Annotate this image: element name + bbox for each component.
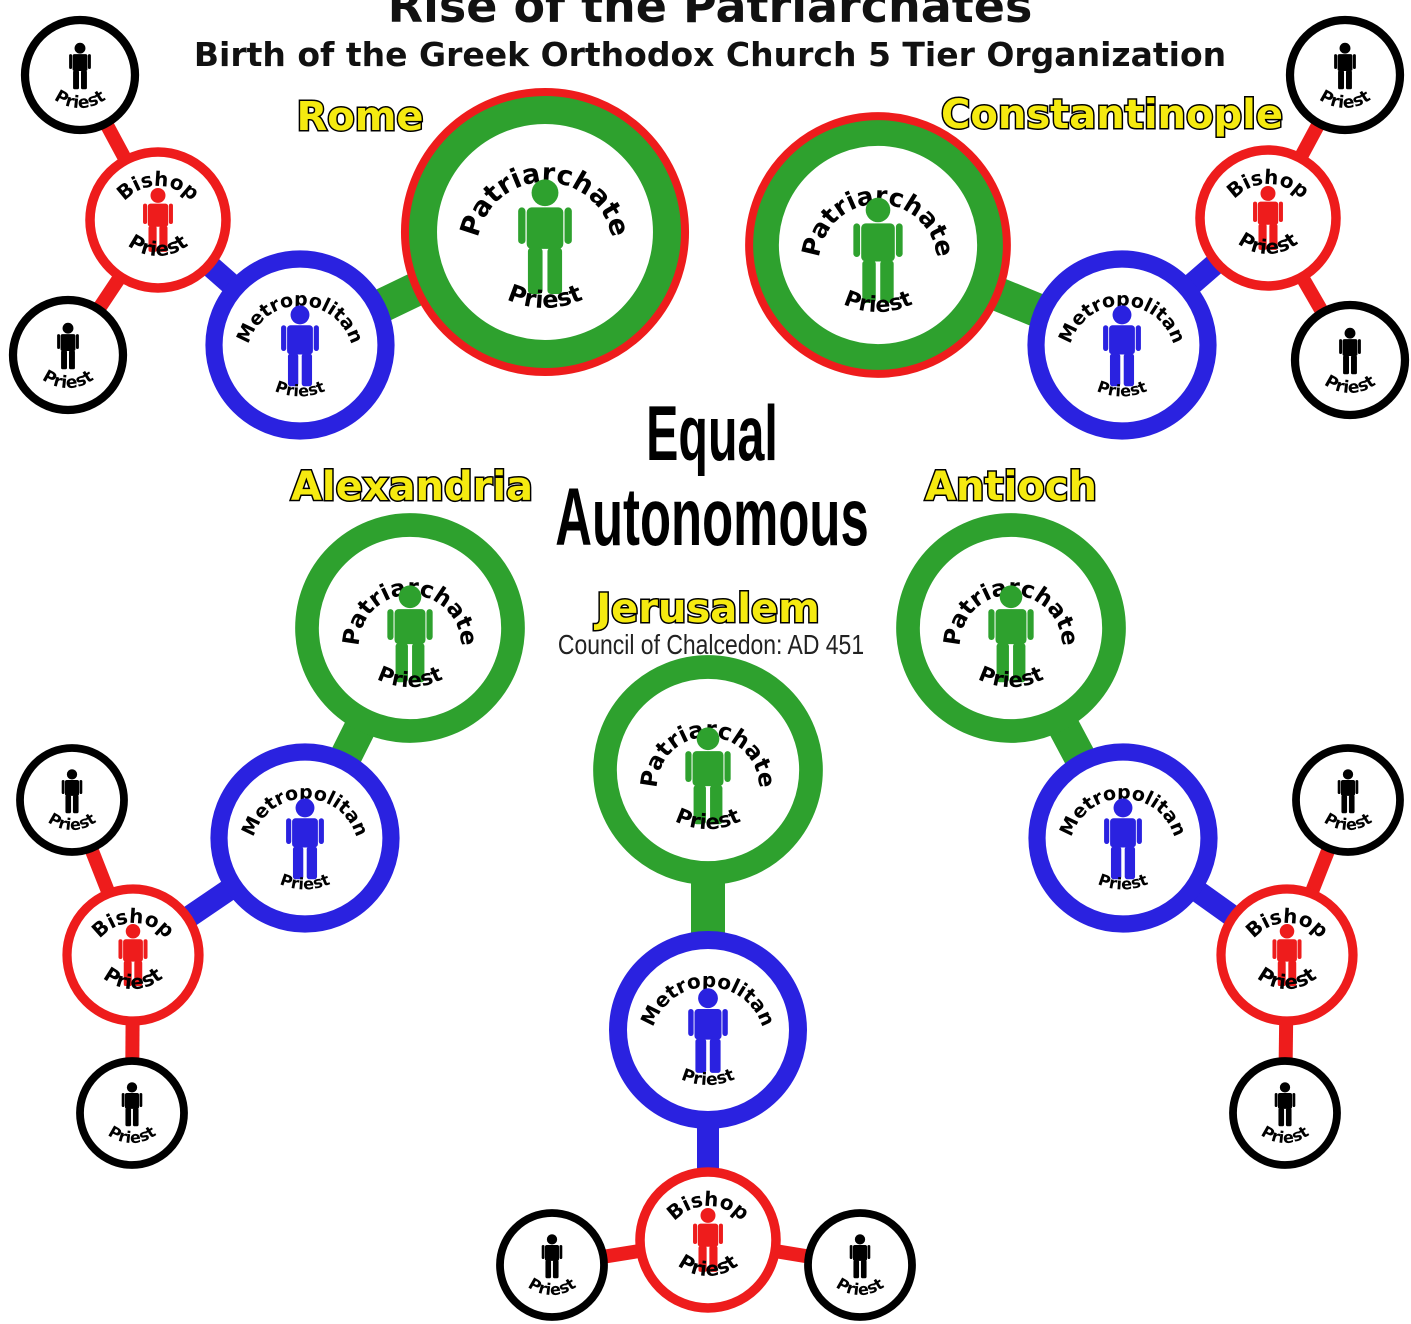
person-icon [988,585,1034,683]
council-label: Council of Chalcedon: AD 451 [558,630,864,661]
person-icon [1339,327,1361,375]
person-icon [61,769,83,814]
person-icon [1337,769,1359,814]
equal-label: Equal [646,389,778,477]
city-label-alexandria: Alexandria [291,464,533,510]
priest-node-rome: Priest [8,295,128,415]
priest-node-alexandria: Priest [76,1057,188,1169]
autonomous-label: Autonomous [555,472,868,563]
person-icon [685,727,731,825]
nodes: PatriarchatePriestMetropolitanPriestBish… [8,15,1410,1321]
priest-node-alexandria: Priest [16,744,128,856]
person-icon [693,1207,723,1272]
person-icon [121,1082,143,1127]
city-label-constantinople: Constantinople [941,92,1283,138]
person-icon [518,179,572,295]
person-icon [143,187,173,252]
city-label-rome: Rome [296,94,423,140]
person-icon [387,585,433,683]
page-subtitle: Birth of the Greek Orthodox Church 5 Tie… [194,35,1226,74]
person-icon [118,924,148,987]
person-icon [541,1234,563,1279]
person-icon [69,42,91,90]
person-icon [1272,924,1302,987]
person-icon [57,322,79,370]
person-icon [849,1234,871,1279]
page-title: Rise of the Patriarchates [388,0,1033,33]
city-label-antioch: Antioch [925,464,1097,510]
person-icon [1274,1082,1296,1127]
priest-node-jerusalem: Priest [496,1209,608,1321]
priest-node-constantinople: Priest [1285,15,1405,135]
priest-label: Priest [1096,870,1151,894]
person-icon [1103,305,1141,387]
priest-label: Priest [273,377,328,401]
city-label-jerusalem: Jerusalem [593,586,820,632]
person-icon [688,988,728,1073]
priest-node-constantinople: Priest [1290,300,1410,420]
person-icon [853,197,903,303]
person-icon [281,305,319,387]
person-icon [1334,42,1356,90]
priest-label: Priest [278,870,333,894]
person-icon [1253,185,1283,250]
priest-node-rome: Priest [20,15,140,135]
priest-node-antioch: Priest [1292,744,1404,856]
priest-label: Priest [1095,377,1150,401]
person-icon [286,798,324,880]
priest-node-antioch: Priest [1229,1057,1341,1169]
person-icon [1104,798,1142,880]
priest-node-jerusalem: Priest [804,1209,916,1321]
